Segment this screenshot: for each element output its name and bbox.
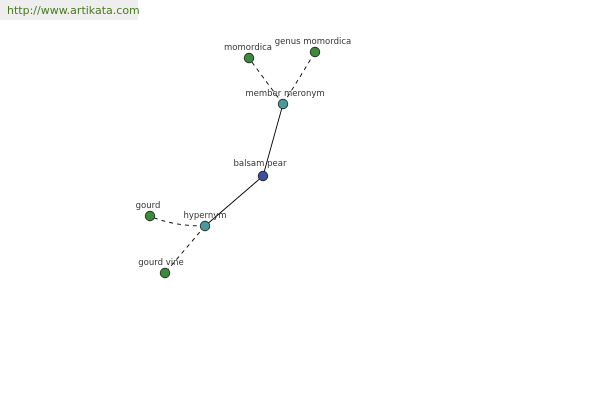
- node-genus-momordica[interactable]: [309, 46, 321, 58]
- edge-balsam-pear-to-member-meronym: [262, 103, 284, 177]
- node-member-meronym[interactable]: [277, 98, 289, 110]
- node-label-momordica: momordica: [224, 43, 272, 53]
- node-gourd-vine[interactable]: [159, 267, 171, 279]
- nodes-layer: [144, 46, 321, 279]
- node-balsam-pear[interactable]: [257, 170, 269, 182]
- node-label-gourd: gourd: [136, 201, 161, 211]
- edge-balsam-pear-to-hypernym: [204, 175, 264, 227]
- node-label-hypernym: hypernym: [183, 211, 226, 221]
- node-label-member-meronym: member meronym: [245, 89, 324, 99]
- node-gourd[interactable]: [144, 210, 156, 222]
- labels-layer: balsam pear member meronym hypernym momordi…: [136, 37, 352, 268]
- node-label-genus-momordica: genus momordica: [275, 37, 351, 47]
- node-momordica[interactable]: [243, 52, 255, 64]
- node-hypernym[interactable]: [199, 220, 211, 232]
- node-label-gourd-vine: gourd vine: [138, 258, 183, 268]
- edges-layer: [149, 51, 316, 274]
- node-label-balsam-pear: balsam pear: [234, 159, 287, 169]
- url-bar: http://www.artikata.com: [0, 0, 140, 20]
- site-url-link[interactable]: http://www.artikata.com: [7, 4, 140, 17]
